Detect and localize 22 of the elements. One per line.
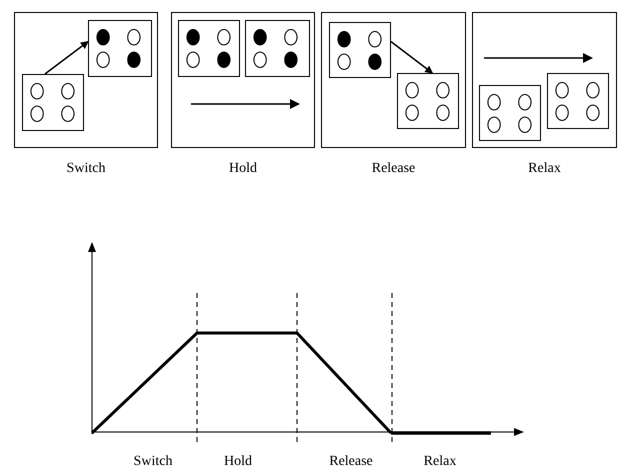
electrode-box — [88, 20, 152, 77]
stage-caption: Relax — [528, 162, 561, 176]
stage-panel — [171, 12, 315, 148]
stage-panel — [321, 12, 466, 148]
phase-label: Release — [329, 455, 373, 469]
electrode-box — [547, 73, 609, 129]
arrow — [44, 41, 89, 75]
electrode-box — [178, 20, 240, 77]
electrode-box — [245, 20, 310, 77]
stage-caption: Switch — [66, 162, 106, 176]
electrode-box — [397, 73, 459, 129]
stage-panel — [472, 12, 617, 148]
electrode-box — [479, 85, 541, 141]
stage-caption: Hold — [229, 162, 257, 176]
stage-caption: Release — [372, 162, 416, 176]
arrow — [390, 41, 434, 74]
phase-label: Relax — [424, 455, 456, 469]
electrode-box — [329, 22, 391, 78]
phase-label: Hold — [224, 455, 252, 469]
electrode-box — [22, 74, 84, 131]
stage-panel — [14, 12, 158, 148]
phase-label: Switch — [134, 455, 172, 469]
